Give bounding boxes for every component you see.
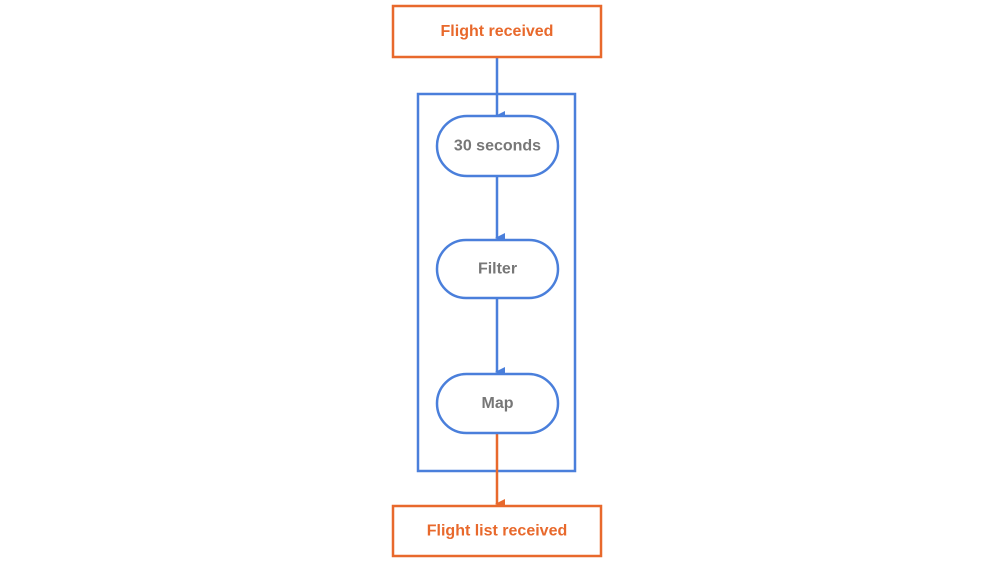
node-30-seconds-label: 30 seconds [454,138,541,155]
node-flight-received-label: Flight received [441,23,554,40]
node-flight-received: Flight received [391,4,603,59]
node-map: Map [435,372,560,435]
node-filter-label: Filter [478,261,517,278]
node-flight-list-received: Flight list received [391,504,603,558]
node-flight-list-received-label: Flight list received [427,523,567,540]
node-filter: Filter [435,238,560,300]
node-30-seconds: 30 seconds [435,114,560,178]
node-map-label: Map [482,395,514,412]
